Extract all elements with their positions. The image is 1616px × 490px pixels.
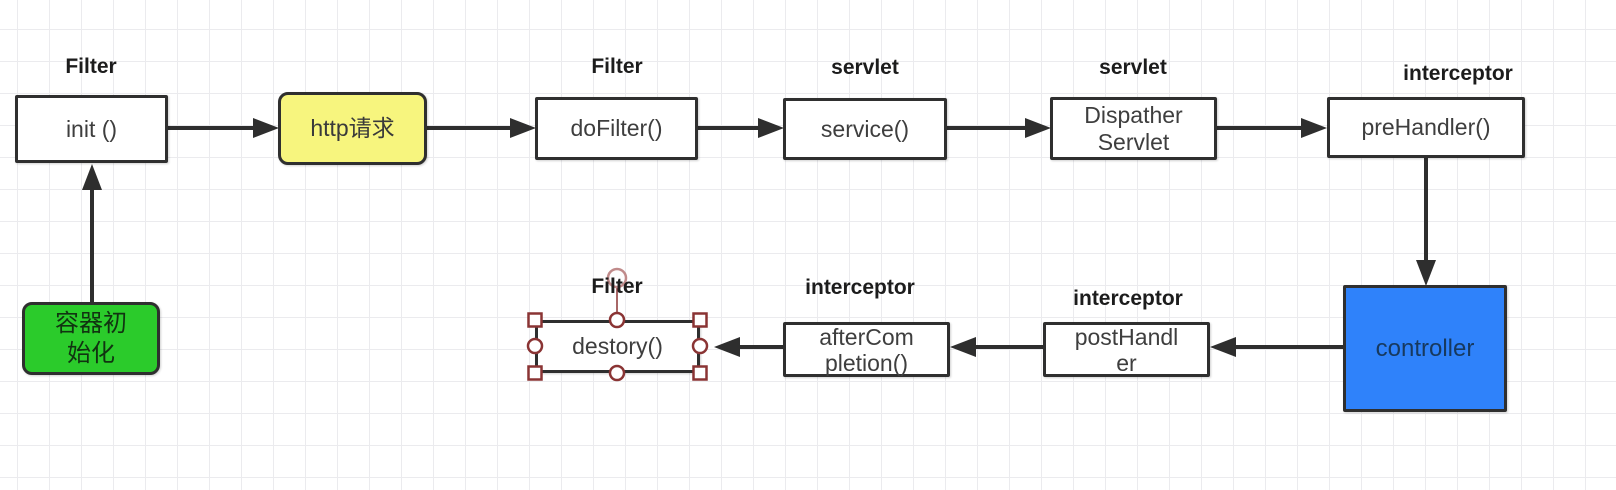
- node-http-request-text: http请求: [310, 115, 395, 141]
- type-label-filter-dofilter[interactable]: Filter: [591, 55, 643, 78]
- node-dispather-servlet-text-line2: Servlet: [1097, 128, 1170, 155]
- rotation-handle[interactable]: [606, 267, 628, 289]
- node-aftercompletion-text-line2: pletion(): [824, 349, 909, 376]
- arrow-init-to-http[interactable]: [168, 118, 279, 138]
- resize-handle-top-right[interactable]: [692, 312, 708, 328]
- node-posthandler-text-line2: er: [1116, 349, 1137, 376]
- node-aftercompletion[interactable]: afterCom pletion(): [783, 322, 950, 377]
- arrow-controller-to-posthandler[interactable]: [1210, 337, 1343, 357]
- node-service-text: service(): [820, 115, 910, 142]
- resize-handle-top-middle[interactable]: [608, 311, 626, 329]
- resize-handle-left-middle[interactable]: [526, 337, 544, 355]
- node-prehandler[interactable]: preHandler(): [1327, 97, 1525, 158]
- arrow-dispather-to-prehandler[interactable]: [1217, 118, 1327, 138]
- node-aftercompletion-text-line1: afterCom: [819, 323, 914, 350]
- node-posthandler[interactable]: postHandl er: [1043, 322, 1210, 377]
- type-label-interceptor-aftercompletion[interactable]: interceptor: [805, 276, 915, 299]
- node-dispather-servlet[interactable]: Dispather Servlet: [1050, 97, 1217, 160]
- type-label-filter-init[interactable]: Filter: [65, 55, 117, 78]
- arrow-posthandler-to-aftercompletion[interactable]: [950, 337, 1043, 357]
- node-service[interactable]: service(): [783, 98, 947, 160]
- arrow-aftercompletion-to-destory[interactable]: [714, 337, 783, 357]
- node-dofilter-text: doFilter(): [570, 115, 663, 141]
- node-http-request[interactable]: http请求: [278, 92, 427, 165]
- type-label-servlet-dispather[interactable]: servlet: [1099, 56, 1167, 79]
- node-container-init[interactable]: 容器初 始化: [22, 302, 160, 375]
- arrow-prehandler-to-controller[interactable]: [1416, 158, 1436, 286]
- arrow-containerinit-to-init[interactable]: [82, 164, 102, 302]
- arrow-dofilter-to-service[interactable]: [698, 118, 784, 138]
- type-label-servlet-service[interactable]: servlet: [831, 56, 899, 79]
- resize-handle-bottom-right[interactable]: [692, 365, 708, 381]
- node-posthandler-text-line1: postHandl: [1074, 323, 1179, 350]
- node-destory-text: destory(): [572, 333, 663, 359]
- type-label-filter-destory[interactable]: Filter: [591, 275, 643, 298]
- node-dofilter[interactable]: doFilter(): [535, 97, 698, 160]
- resize-handle-top-left[interactable]: [527, 312, 543, 328]
- node-container-init-text-line1: 容器初: [55, 309, 127, 337]
- node-container-init-text-line2: 始化: [67, 339, 115, 367]
- resize-handle-bottom-left[interactable]: [527, 365, 543, 381]
- node-dispather-servlet-text-line1: Dispather: [1084, 101, 1183, 128]
- node-controller-text: controller: [1375, 335, 1475, 362]
- type-label-interceptor-prehandler[interactable]: interceptor: [1403, 62, 1513, 85]
- resize-handle-right-middle[interactable]: [691, 337, 709, 355]
- node-prehandler-text: preHandler(): [1361, 114, 1491, 140]
- type-label-interceptor-posthandler[interactable]: interceptor: [1073, 287, 1183, 310]
- node-controller[interactable]: controller: [1343, 285, 1507, 412]
- resize-handle-bottom-middle[interactable]: [608, 364, 626, 382]
- node-init-text: init (): [65, 115, 118, 142]
- arrow-http-to-dofilter[interactable]: [427, 118, 536, 138]
- node-init[interactable]: init (): [15, 95, 168, 163]
- arrow-service-to-dispather[interactable]: [947, 118, 1051, 138]
